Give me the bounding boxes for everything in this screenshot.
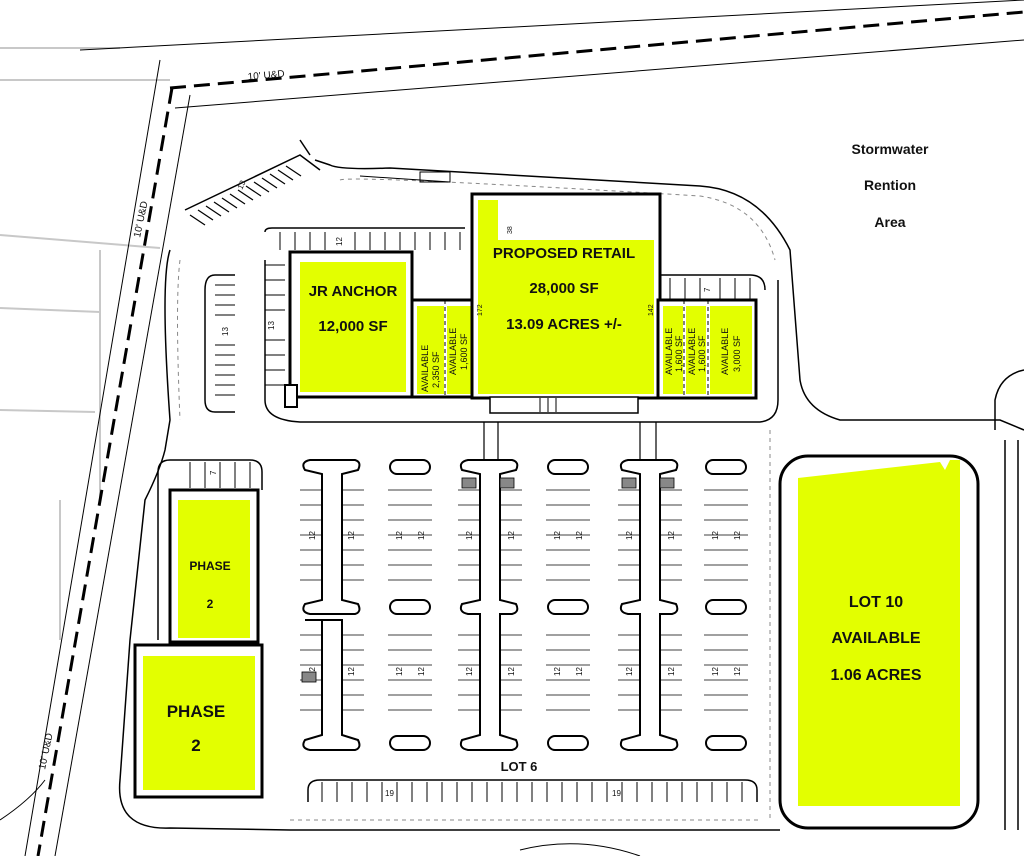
island-stall-counts: 12 12 12 12 12 12 12 12 12 12 12 12 12 1… [308, 531, 742, 676]
phase-top-stall-count: 7 [209, 470, 218, 475]
island-count: 12 [667, 667, 676, 676]
island-count: 12 [625, 667, 634, 676]
retail-dim-left: 172 [477, 304, 484, 316]
suite-right-b-label: AVAILABLE [687, 328, 697, 375]
island-count: 12 [308, 667, 317, 676]
island-count: 12 [553, 667, 562, 676]
phase2-upper-title: PHASE [189, 559, 230, 573]
island-count: 12 [711, 531, 720, 540]
island-count: 12 [575, 531, 584, 540]
left-stall-lines [215, 264, 285, 396]
suite-right-a-area: 1,600 SF [674, 335, 684, 372]
bottom-stall-row [307, 779, 758, 802]
lot6-label: LOT 6 [501, 759, 538, 774]
lot10-acres: 1.06 ACRES [831, 667, 922, 684]
retail-dim-right: 142 [648, 304, 655, 316]
island-count: 12 [507, 667, 516, 676]
retail-area: 28,000 SF [529, 280, 598, 297]
jr-anchor-title: JR ANCHOR [309, 283, 398, 300]
island-count: 12 [465, 531, 474, 540]
stall-count-left: 13 [221, 327, 230, 336]
stormwater-line3: Area [874, 214, 905, 230]
stall-count-top-b: 7 [703, 287, 712, 292]
stall-count-bottom-left: 19 [385, 789, 394, 798]
suite-left-b-label: AVAILABLE [448, 328, 458, 375]
island-count: 12 [625, 531, 634, 540]
island-count: 12 [347, 667, 356, 676]
suite-right-c-area: 3,000 SF [732, 335, 742, 372]
suite-right-c-label: AVAILABLE [720, 328, 730, 375]
lot10-title: LOT 10 [849, 594, 903, 611]
retail-dim-top: 38 [507, 226, 514, 234]
island-count: 12 [465, 667, 474, 676]
phase2-upper-num: 2 [207, 597, 214, 611]
bottom-edge-curves [0, 779, 641, 856]
stall-lines-grid [300, 489, 748, 711]
diagonal-parking-top-left [189, 165, 302, 226]
easement-label-top: 10' U&D [247, 69, 285, 83]
jr-anchor-building[interactable]: JR ANCHOR 12,000 SF [284, 250, 414, 408]
island-count: 12 [711, 667, 720, 676]
stall-count-top-a: 12 [335, 237, 344, 246]
island-count: 12 [553, 531, 562, 540]
retail-title: PROPOSED RETAIL [493, 245, 635, 262]
property-line-top [79, 0, 1024, 109]
island-count: 12 [308, 531, 317, 540]
phase2-lower-num: 2 [191, 736, 200, 755]
stall-count-bottom-right: 19 [612, 789, 621, 798]
retail-acres: 13.09 ACRES +/- [506, 316, 622, 333]
suite-right-b-area: 1,600 SF [697, 335, 707, 372]
suite-left-a-label: AVAILABLE [420, 345, 430, 392]
accessible-parking-markers [301, 477, 675, 683]
island-count: 12 [507, 531, 516, 540]
drive-aisle-dashes [177, 178, 776, 821]
stall-count-left-inner: 13 [267, 321, 276, 330]
island-count: 12 [417, 531, 426, 540]
small-suites-left[interactable]: AVAILABLE 2,350 SF AVAILABLE 1,600 SF [410, 298, 476, 399]
suite-right-a-label: AVAILABLE [664, 328, 674, 375]
island-count: 12 [733, 667, 742, 676]
island-count: 12 [395, 667, 404, 676]
suite-left-a-area: 2,350 SF [431, 351, 441, 388]
adjacent-road-right [994, 369, 1024, 830]
phase2-pad-upper[interactable]: 7 PHASE 2 [157, 459, 263, 644]
property-line-left [24, 59, 191, 856]
stall-count-top-left: 13 [236, 178, 248, 190]
island-count: 12 [575, 667, 584, 676]
top-stall-rows [264, 227, 766, 300]
island-count: 12 [733, 531, 742, 540]
proposed-retail-building[interactable]: PROPOSED RETAIL 28,000 SF 13.09 ACRES +/… [470, 192, 662, 414]
phase2-lower-title: PHASE [167, 702, 226, 721]
island-count: 12 [417, 667, 426, 676]
parking-islands [302, 459, 747, 751]
suite-left-b-area: 1,600 SF [459, 333, 469, 370]
left-stall-row [204, 274, 235, 413]
island-count: 12 [347, 531, 356, 540]
phase2-pad-lower[interactable]: PHASE 2 [133, 643, 264, 799]
stormwater-line1: Stormwater [851, 141, 929, 157]
stormwater-line2: Rention [864, 177, 916, 193]
lot10-status: AVAILABLE [831, 630, 921, 647]
lot10-parcel[interactable]: LOT 10 AVAILABLE 1.06 ACRES [778, 454, 980, 830]
adjacent-parcel-lines [0, 47, 170, 640]
jr-anchor-area: 12,000 SF [318, 318, 387, 335]
island-count: 12 [667, 531, 676, 540]
island-count: 12 [395, 531, 404, 540]
small-suites-right[interactable]: AVAILABLE 1,600 SF AVAILABLE 1,600 SF AV… [656, 298, 758, 400]
